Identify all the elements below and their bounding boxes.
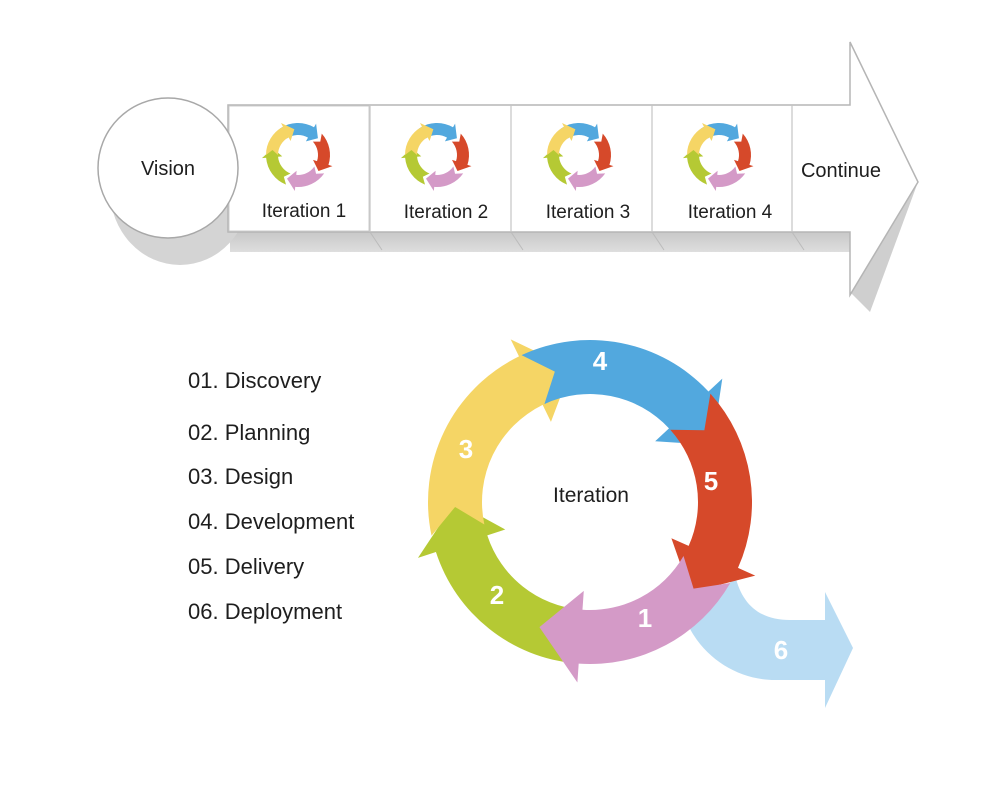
vision-circle <box>97 97 239 239</box>
phase-item: 01. Discovery <box>188 368 322 393</box>
iteration-label-3: Iteration 3 <box>546 202 631 223</box>
continue-label: Continue <box>801 160 881 182</box>
mini-cycle-segment <box>568 166 606 192</box>
mini-cycle-segment <box>266 123 295 155</box>
iteration-label-1: Iteration 1 <box>262 201 347 222</box>
iteration-label-4: Iteration 4 <box>688 202 773 223</box>
phase-item: 06. Deployment <box>188 599 343 624</box>
iteration-label-2: Iteration 2 <box>404 202 489 223</box>
phase-item: 04. Development <box>188 509 355 534</box>
cycle-segment-2 <box>417 502 581 664</box>
segment-number-1: 1 <box>638 603 652 633</box>
banner-shadow <box>230 232 850 252</box>
vision-label: Vision <box>141 158 195 180</box>
banner-dividers <box>369 105 793 232</box>
segment-number-3: 3 <box>459 434 473 464</box>
phase-item: 03. Design <box>188 464 294 489</box>
segment-number-5: 5 <box>704 466 718 496</box>
cycle-segment-6 <box>688 575 853 708</box>
mini-cycle-segment <box>405 123 434 155</box>
cycle-segment-3 <box>428 339 572 536</box>
mini-cycle-segment <box>426 166 464 192</box>
mini-cycle-segment <box>708 166 746 192</box>
banner-arrow <box>227 41 919 298</box>
mini-cycle-segment <box>547 123 576 155</box>
mini-cycle-segment <box>687 123 716 155</box>
mini-cycle-icons <box>261 123 754 192</box>
cycle-arrows <box>417 339 756 683</box>
iteration-cycle: 1 2 3 4 5 6 Iteration <box>417 339 853 708</box>
phase-item: 02. Planning <box>188 420 311 445</box>
mini-cycle-segment <box>593 133 614 172</box>
segment-number-4: 4 <box>593 346 608 376</box>
cycle-center-label: Iteration <box>553 484 629 507</box>
mini-cycle-icon-3 <box>542 123 614 192</box>
phase-item: 05. Delivery <box>188 554 305 579</box>
mini-cycle-icon-2 <box>400 123 472 192</box>
mini-cycle-segment <box>682 148 712 185</box>
cycle-segment-4 <box>521 339 723 445</box>
mini-cycle-segment <box>451 133 472 172</box>
mini-cycle-segment <box>400 148 430 185</box>
arrowhead-shadow <box>850 182 918 312</box>
mini-cycle-icon-4 <box>682 123 754 192</box>
mini-cycle-segment <box>733 133 754 172</box>
banner-facets <box>369 231 805 251</box>
segment-number-2: 2 <box>490 580 504 610</box>
timeline-banner: Vision Iteration 1 Iteration 2 Iteration… <box>97 41 919 312</box>
cycle-segment-1 <box>539 556 731 683</box>
mini-cycle-segment <box>261 148 291 185</box>
cycle-segment-5 <box>670 393 756 593</box>
segment-number-6: 6 <box>774 635 788 665</box>
mini-cycle-segment <box>287 166 325 192</box>
mini-cycle-segment <box>542 148 572 185</box>
mini-cycle-segment <box>312 133 333 172</box>
mini-cycle-icon-1 <box>261 123 333 192</box>
